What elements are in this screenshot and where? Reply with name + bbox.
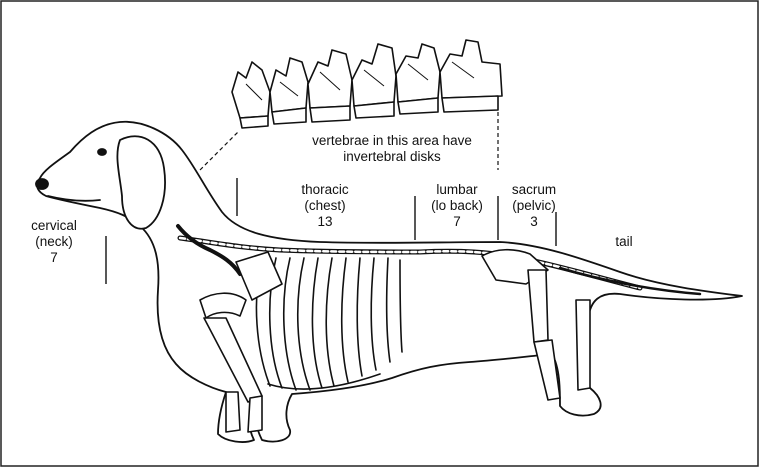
region-thoracic-count: 13 (285, 214, 365, 230)
region-sacrum-name: sacrum (494, 182, 574, 198)
region-lumbar-alt: (lo back) (417, 198, 497, 214)
region-cervical-alt: (neck) (14, 234, 94, 250)
disk-annotation-line2: invertebral disks (292, 149, 492, 165)
region-lumbar-name: lumbar (417, 182, 497, 198)
region-thoracic-alt: (chest) (285, 198, 365, 214)
region-thoracic-name: thoracic (285, 182, 365, 198)
region-lumbar-count: 7 (417, 214, 497, 230)
region-sacrum-alt: (pelvic) (494, 198, 574, 214)
region-tail-name: tail (594, 234, 654, 250)
region-cervical-count: 7 (14, 250, 94, 266)
vertebrae-closeup-illustration (232, 40, 502, 128)
region-cervical-name: cervical (14, 218, 94, 234)
region-sacrum-count: 3 (494, 214, 574, 230)
dog-body-outline (36, 122, 742, 442)
disk-annotation-line1: vertebrae in this area have (292, 133, 492, 149)
